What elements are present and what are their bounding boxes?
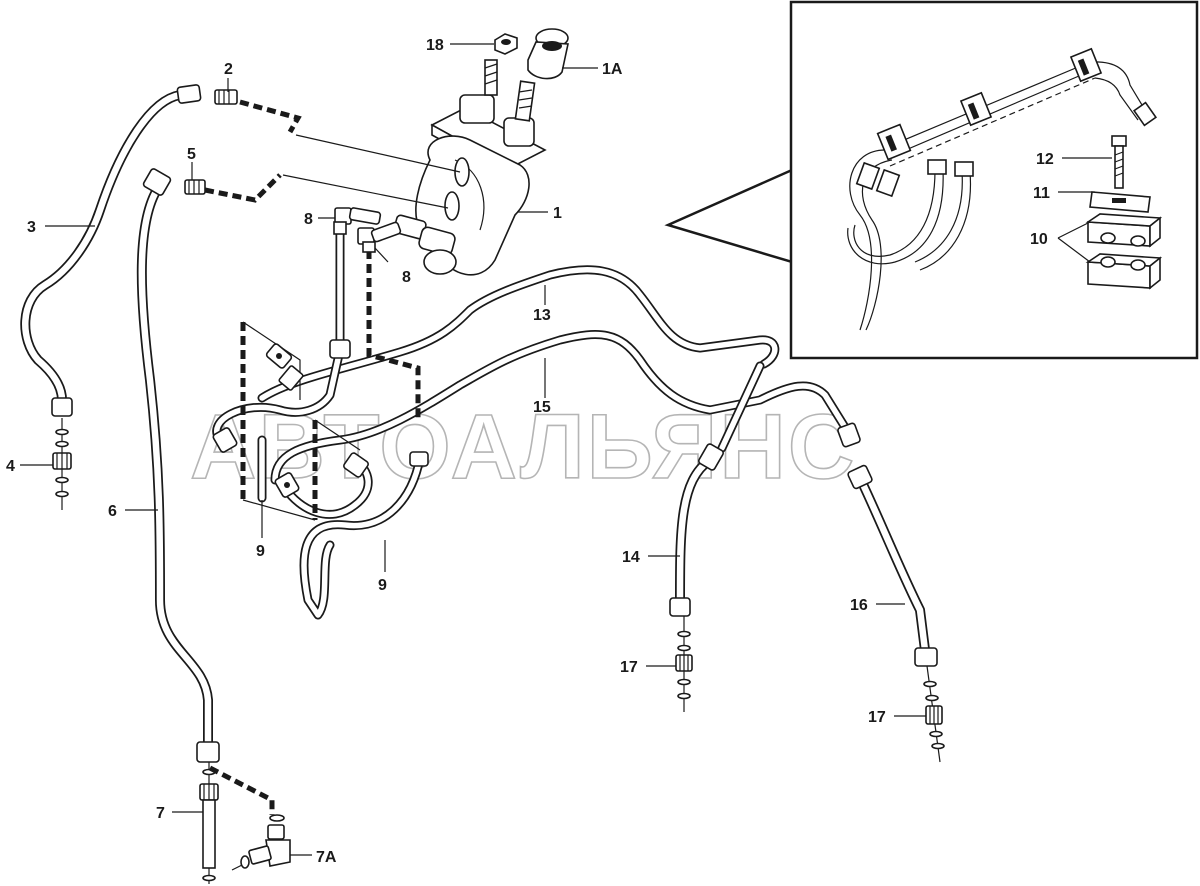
fitting-7A [231, 814, 291, 871]
valve-assembly-1 [393, 28, 569, 276]
callout-7: 7 [156, 805, 165, 822]
inset-clamps [876, 47, 1103, 161]
callout-11: 11 [1033, 185, 1050, 202]
callout-16: 16 [850, 597, 868, 614]
fitting-8-lower [357, 221, 402, 253]
inset-hoses [847, 149, 974, 331]
inset-bolt-12 [1111, 135, 1127, 189]
inset-plate-11 [1089, 191, 1151, 213]
adapter-4 [52, 418, 72, 510]
manifold-fittings [212, 339, 429, 498]
callout-1A: 1A [602, 61, 623, 78]
pipe-9-right [280, 453, 425, 620]
fitting-7 [199, 762, 219, 884]
fitting-2 [214, 89, 238, 105]
fitting-8-upper [333, 207, 382, 235]
fitting-5 [184, 179, 206, 195]
callout-13: 13 [533, 307, 551, 324]
callout-labels: 1 1A 2 3 4 5 6 7 7A 8 8 9 9 10 11 12 13 … [6, 37, 1054, 866]
callout-17-left: 17 [620, 659, 638, 676]
callout-8-lower: 8 [402, 269, 411, 286]
callout-18: 18 [426, 37, 444, 54]
callout-4: 4 [6, 458, 15, 475]
vertical-lines-8 [335, 227, 421, 420]
pipe-9-left [212, 345, 345, 503]
dashed-connections [204, 99, 461, 209]
dashed-to-7A [208, 765, 275, 815]
hose-16 [837, 422, 938, 667]
hatched-brackets [240, 321, 361, 521]
callout-7A: 7A [316, 849, 337, 866]
hose-14 [669, 443, 724, 617]
callout-2: 2 [224, 61, 233, 78]
callout-17-right: 17 [868, 709, 886, 726]
hose-6 [136, 168, 220, 763]
pipe-to-14 [717, 361, 765, 453]
adapter-17-left [675, 616, 693, 712]
callout-9-right: 9 [378, 577, 387, 594]
callout-6: 6 [108, 503, 117, 520]
callout-12: 12 [1036, 151, 1054, 168]
inset-frame [789, 0, 1199, 360]
callout-9-left: 9 [256, 543, 265, 560]
callout-5: 5 [187, 146, 196, 163]
inset-pointer [664, 168, 794, 264]
callout-8-upper: 8 [304, 211, 313, 228]
callout-10: 10 [1030, 231, 1048, 248]
callout-14: 14 [622, 549, 640, 566]
inset-detail [789, 0, 1199, 360]
callout-1: 1 [553, 205, 562, 222]
callout-3: 3 [27, 219, 36, 236]
inset-clamp-halves-10 [1085, 213, 1163, 290]
leader-lines [20, 43, 1112, 856]
pipe-15 [270, 330, 853, 485]
hose-3 [20, 84, 202, 417]
callout-15: 15 [533, 399, 551, 416]
adapter-17-right [923, 665, 945, 763]
